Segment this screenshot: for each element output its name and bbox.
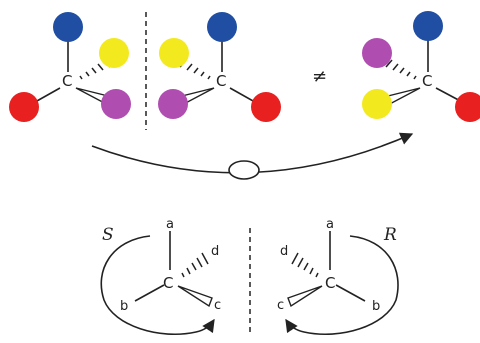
molecule-left: C bbox=[9, 12, 131, 122]
atom-yellow bbox=[362, 89, 392, 119]
config-label-s: S bbox=[102, 225, 114, 245]
substituent-a: a bbox=[326, 217, 334, 232]
center-atom-label: C bbox=[216, 72, 226, 90]
atom-red bbox=[455, 92, 480, 122]
center-atom-label: C bbox=[422, 72, 432, 90]
atom-red bbox=[9, 92, 39, 122]
atom-yellow bbox=[99, 38, 129, 68]
substituent-b: b bbox=[372, 299, 380, 314]
atom-red bbox=[251, 92, 281, 122]
atom-magenta bbox=[158, 89, 188, 119]
atom-blue bbox=[413, 11, 443, 41]
center-atom-label: C bbox=[325, 274, 335, 292]
atom-magenta bbox=[362, 38, 392, 68]
molecule-mirror: C bbox=[158, 12, 281, 122]
substituent-b: b bbox=[120, 299, 128, 314]
oval-axis-icon bbox=[228, 160, 260, 180]
not-equal-sign: ≠ bbox=[312, 66, 327, 87]
substituent-d: d bbox=[211, 244, 219, 259]
molecule-right: C bbox=[362, 11, 480, 122]
center-atom-label: C bbox=[62, 72, 72, 90]
config-label-r: R bbox=[383, 225, 397, 245]
atom-blue bbox=[53, 12, 83, 42]
atom-blue bbox=[207, 12, 237, 42]
config-r: R a d b c C bbox=[277, 217, 399, 336]
substituent-c: c bbox=[214, 298, 221, 313]
atom-magenta bbox=[101, 89, 131, 119]
center-atom-label: C bbox=[163, 274, 173, 292]
substituent-a: a bbox=[166, 217, 174, 232]
substituent-d: d bbox=[280, 244, 288, 259]
config-s: S a d b c C bbox=[100, 217, 221, 336]
atom-yellow bbox=[159, 38, 189, 68]
substituent-c: c bbox=[277, 298, 284, 313]
